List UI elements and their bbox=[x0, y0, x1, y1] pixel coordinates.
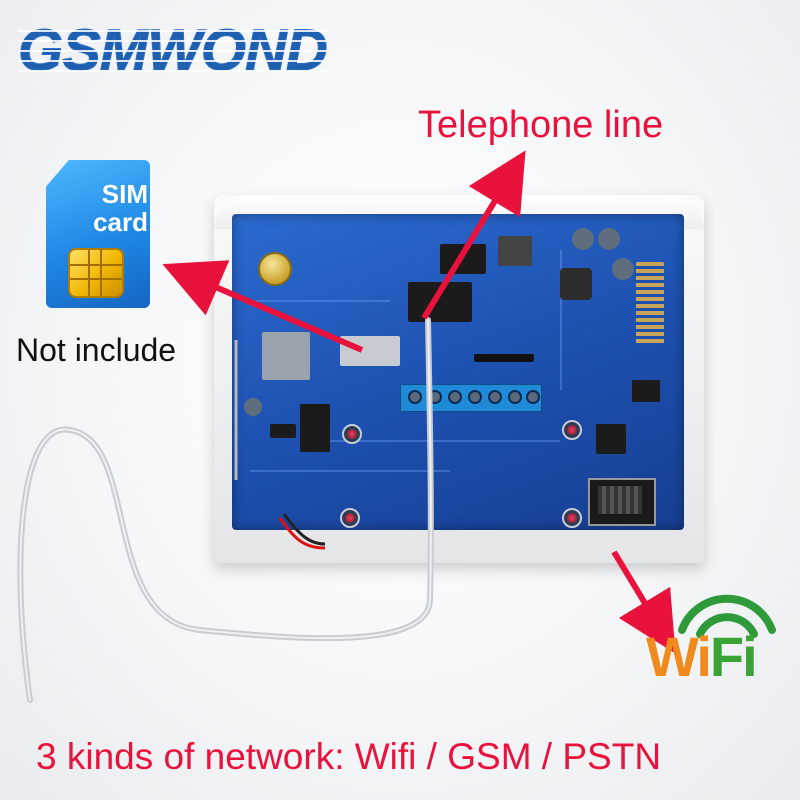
capacitor bbox=[598, 228, 620, 250]
wifi-module bbox=[588, 478, 656, 526]
sim-card-line2: card bbox=[93, 207, 148, 237]
terminal-screw bbox=[468, 390, 482, 404]
terminal-screw bbox=[508, 390, 522, 404]
sim-card-line1: SIM bbox=[101, 179, 148, 209]
terminal-screw bbox=[488, 390, 502, 404]
microcontroller bbox=[596, 424, 626, 454]
gsm-module bbox=[262, 332, 310, 380]
capacitor bbox=[244, 398, 262, 416]
mounting-hole bbox=[562, 420, 582, 440]
telephone-line-label: Telephone line bbox=[418, 104, 664, 146]
mounting-hole bbox=[562, 508, 582, 528]
pcb-trace bbox=[250, 300, 390, 302]
sim-card-text: SIM card bbox=[60, 180, 148, 236]
pcb-trace bbox=[250, 470, 450, 472]
inductor bbox=[560, 268, 592, 300]
wifi-logo-text: WiFi bbox=[646, 624, 758, 689]
wifi-logo-part1: Wi bbox=[646, 625, 712, 688]
arrow-telephone bbox=[421, 150, 526, 320]
mounting-hole bbox=[340, 508, 360, 528]
telephone-cable bbox=[17, 317, 434, 703]
mounting-hole bbox=[342, 424, 362, 444]
wifi-signal-icon bbox=[678, 594, 776, 638]
pcb-trace bbox=[560, 250, 562, 390]
arrow-sim bbox=[162, 260, 364, 353]
terminal-screw bbox=[526, 390, 540, 404]
buzzer bbox=[300, 404, 330, 452]
header-pins bbox=[474, 354, 534, 362]
sim-chip-icon bbox=[68, 248, 124, 298]
chip bbox=[632, 380, 660, 402]
network-types-caption: 3 kinds of network: Wifi / GSM / PSTN bbox=[36, 736, 662, 777]
chip bbox=[270, 424, 296, 438]
terminal-screw bbox=[408, 390, 422, 404]
backup-battery bbox=[258, 252, 292, 286]
capacitor bbox=[572, 228, 594, 250]
arrow-wifi bbox=[611, 550, 676, 654]
capacitor bbox=[612, 258, 634, 280]
wifi-logo-part2: Fi bbox=[709, 625, 758, 688]
not-include-label: Not include bbox=[16, 332, 177, 368]
antenna-coil bbox=[636, 262, 664, 344]
regulator bbox=[498, 236, 532, 266]
sim-slot bbox=[340, 336, 400, 366]
terminal-screw bbox=[448, 390, 462, 404]
